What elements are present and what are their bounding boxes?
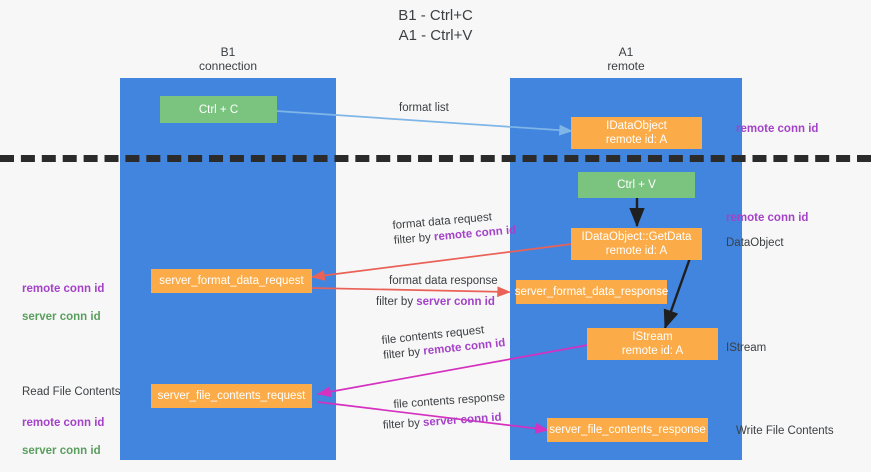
- edge-label-file-contents-response: file contents response filter by server …: [382, 390, 507, 433]
- node-idataobject[interactable]: IDataObject remote id: A: [571, 117, 702, 149]
- column-header-b1: B1 connection: [198, 45, 258, 73]
- page-title: B1 - Ctrl+C A1 - Ctrl+V: [398, 7, 473, 44]
- annotation-left-conn-ids-bottom: remote conn id server conn id: [22, 402, 104, 472]
- node-idataobject-getdata[interactable]: IDataObject::GetData remote id: A: [571, 228, 702, 260]
- edge-label-format-data-response: format data response filter by server co…: [376, 274, 498, 310]
- edge-label-file-contents-request: file contents request filter by remote c…: [381, 321, 506, 364]
- annotation-right-write-file-contents: Write File Contents: [736, 425, 834, 437]
- annotation-left-server-conn-id-bottom: server conn id: [22, 445, 101, 457]
- edge-label-format-data-request: format data request filter by remote con…: [392, 208, 517, 249]
- edge-label-file-contents-response-text: file contents response: [393, 391, 506, 411]
- node-istream[interactable]: IStream remote id: A: [587, 328, 718, 360]
- column-header-a1: A1 remote: [607, 45, 645, 73]
- annotation-right-dataobject: DataObject: [726, 237, 784, 249]
- node-server-file-contents-response[interactable]: server_file_contents_response: [547, 418, 708, 442]
- section-divider: [0, 155, 871, 162]
- edge-label-format-list: format list: [399, 102, 449, 114]
- edge-label-format-data-response-text: format data response: [389, 275, 498, 287]
- node-server-format-data-request[interactable]: server_format_data_request: [151, 269, 312, 293]
- node-ctrl-v[interactable]: Ctrl + V: [578, 172, 695, 198]
- edge-label-format-data-response-filter: filter by server conn id: [376, 296, 495, 308]
- annotation-left-remote-conn-id-bottom: remote conn id: [22, 417, 105, 429]
- annotation-right-remote-conn-id-top: remote conn id: [736, 123, 819, 135]
- node-server-format-data-response[interactable]: server_format_data_response: [515, 280, 668, 304]
- annotation-left-read-file-contents: Read File Contents: [22, 386, 121, 398]
- edge-label-file-contents-response-filter: filter by server conn id: [382, 411, 502, 432]
- annotation-left-conn-ids-mid: remote conn id server conn id: [22, 268, 104, 338]
- node-server-file-contents-request[interactable]: server_file_contents_request: [151, 384, 312, 408]
- annotation-left-remote-conn-id-mid: remote conn id: [22, 283, 105, 295]
- annotation-right-remote-conn-id-mid: remote conn id: [726, 212, 809, 224]
- annotation-left-server-conn-id-mid: server conn id: [22, 311, 101, 323]
- node-ctrl-c[interactable]: Ctrl + C: [160, 96, 277, 123]
- annotation-right-istream: IStream: [726, 342, 767, 354]
